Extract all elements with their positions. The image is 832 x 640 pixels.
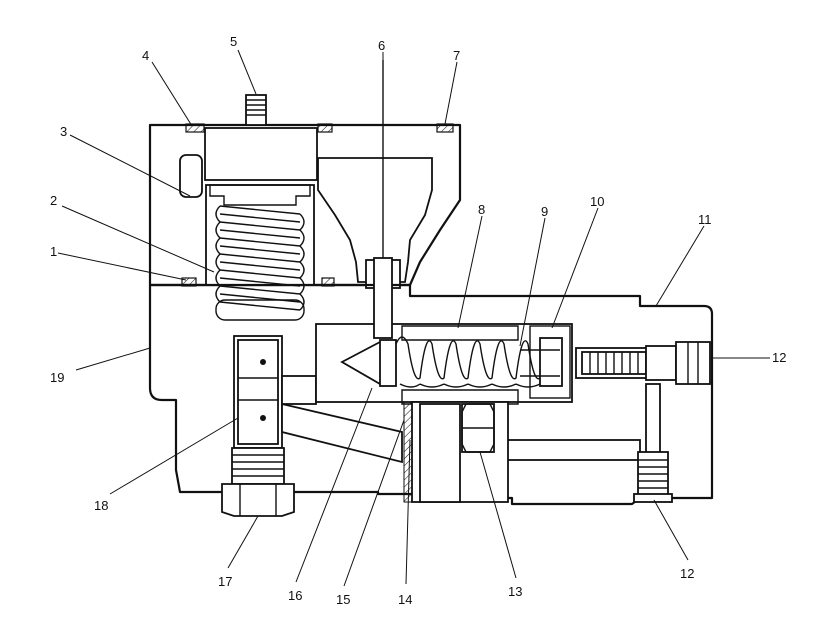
callout-labels: 4 5 6 7 3 2 1 8 9 10 11 12 19 18 17 16 1… (50, 34, 786, 607)
callout-12-lower: 12 (680, 566, 694, 581)
callout-8: 8 (478, 202, 485, 217)
valve-stem (373, 60, 393, 339)
callout-11: 11 (698, 212, 712, 227)
bottom-plug (221, 447, 295, 517)
callout-10: 10 (590, 194, 604, 209)
poppet (340, 339, 397, 387)
lower-right-plug (633, 451, 673, 503)
main-cavity (411, 401, 509, 503)
callout-3: 3 (60, 124, 67, 139)
callout-4: 4 (142, 48, 149, 63)
leader-lines (57, 49, 770, 587)
callout-17: 17 (218, 574, 232, 589)
callout-1: 1 (50, 244, 57, 259)
callout-2: 2 (50, 193, 57, 208)
callout-9: 9 (541, 204, 548, 219)
pilot-spring (395, 336, 560, 388)
callout-13: 13 (508, 584, 522, 599)
callout-19: 19 (50, 370, 64, 385)
callout-7: 7 (453, 48, 460, 63)
spring-retainer (209, 184, 311, 206)
upper-housing (148, 123, 462, 289)
callout-6: 6 (378, 38, 385, 53)
callout-16: 16 (288, 588, 302, 603)
lower-body (148, 283, 714, 506)
callout-5: 5 (230, 34, 237, 49)
callout-14: 14 (398, 592, 412, 607)
adjusting-screw-right (575, 341, 711, 385)
callout-12-upper: 12 (772, 350, 786, 365)
callout-18: 18 (94, 498, 108, 513)
adjusting-screw (245, 94, 267, 126)
check-valve-bore (233, 335, 317, 449)
seal-rings (403, 401, 413, 503)
callout-15: 15 (336, 592, 350, 607)
drain-passage (281, 402, 403, 464)
